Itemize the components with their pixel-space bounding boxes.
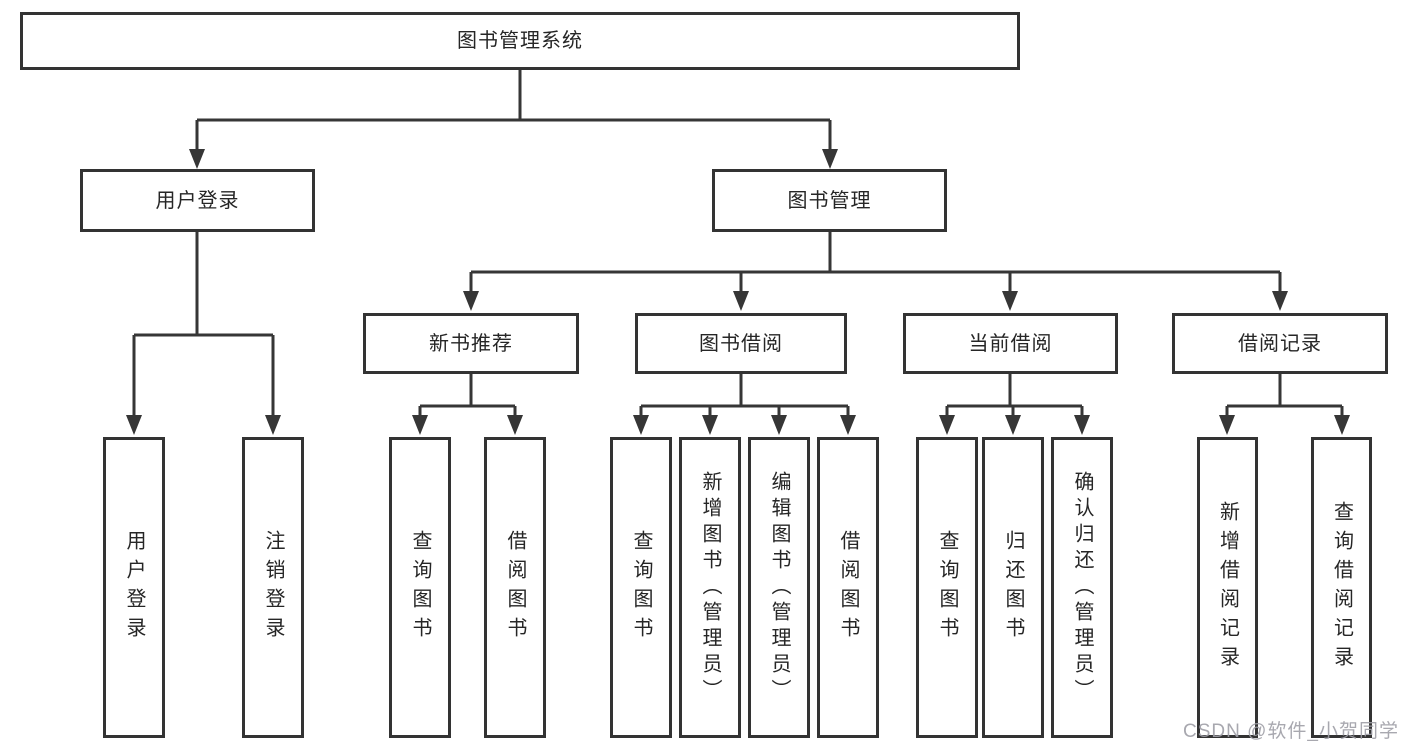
node-library-management-system: 图书管理系统 [20, 12, 1020, 70]
node-leaf-query-books-3-label: 查询图书 [936, 529, 958, 646]
node-borrow-records: 借阅记录 [1172, 313, 1388, 374]
node-new-book-recommend: 新书推荐 [363, 313, 579, 374]
node-leaf-add-borrow-record: 新增借阅记录 [1197, 437, 1258, 738]
node-current-borrow-label: 当前借阅 [968, 332, 1053, 355]
node-leaf-query-borrow-record-label: 查询借阅记录 [1330, 500, 1353, 675]
node-leaf-query-books-1: 查询图书 [389, 437, 451, 738]
node-leaf-confirm-return-admin: 确认归还（管理员） [1051, 437, 1113, 738]
node-leaf-return-book-label: 归还图书 [1002, 529, 1024, 646]
node-book-management: 图书管理 [712, 169, 947, 232]
node-leaf-query-books-3: 查询图书 [916, 437, 978, 738]
connector-current-borrow-to-leaves [939, 374, 1090, 435]
node-leaf-user-login-label: 用户登录 [123, 529, 145, 646]
node-book-borrow-label: 图书借阅 [699, 332, 783, 355]
node-leaf-edit-book-admin: 编辑图书（管理员） [748, 437, 810, 738]
node-leaf-edit-book-admin-label: 编辑图书（管理员） [768, 470, 790, 705]
node-leaf-add-book-admin-label: 新增图书（管理员） [699, 470, 721, 705]
node-current-borrow: 当前借阅 [903, 313, 1118, 374]
node-leaf-query-books-2-label: 查询图书 [630, 529, 652, 646]
node-leaf-borrow-books-1-label: 借阅图书 [504, 529, 526, 646]
node-library-management-system-label: 图书管理系统 [457, 30, 583, 52]
node-leaf-borrow-books-1: 借阅图书 [484, 437, 546, 738]
node-leaf-user-login: 用户登录 [103, 437, 165, 738]
node-leaf-logout: 注销登录 [242, 437, 304, 738]
node-leaf-return-book: 归还图书 [982, 437, 1044, 738]
connector-root-to-level2 [189, 70, 838, 169]
node-new-book-recommend-label: 新书推荐 [429, 332, 513, 355]
node-leaf-borrow-books-2-label: 借阅图书 [837, 529, 859, 646]
node-user-login: 用户登录 [80, 169, 315, 232]
node-leaf-borrow-books-2: 借阅图书 [817, 437, 879, 738]
connector-user-login-to-leaves [126, 232, 281, 435]
node-leaf-confirm-return-admin-label: 确认归还（管理员） [1071, 470, 1093, 705]
node-borrow-records-label: 借阅记录 [1238, 332, 1322, 355]
connector-new-book-recommend-to-leaves [412, 374, 523, 435]
node-leaf-add-book-admin: 新增图书（管理员） [679, 437, 741, 738]
connector-borrow-records-to-leaves [1219, 374, 1350, 435]
node-book-management-label: 图书管理 [787, 189, 872, 212]
node-leaf-query-books-2: 查询图书 [610, 437, 672, 738]
connector-book-borrow-to-leaves [633, 374, 856, 435]
node-leaf-query-borrow-record: 查询借阅记录 [1311, 437, 1372, 738]
node-leaf-add-borrow-record-label: 新增借阅记录 [1216, 500, 1239, 675]
node-book-borrow: 图书借阅 [635, 313, 847, 374]
node-user-login-label: 用户登录 [155, 189, 240, 212]
node-leaf-logout-label: 注销登录 [262, 529, 284, 646]
connector-book-management-to-level3 [463, 232, 1288, 311]
node-leaf-query-books-1-label: 查询图书 [409, 529, 431, 646]
